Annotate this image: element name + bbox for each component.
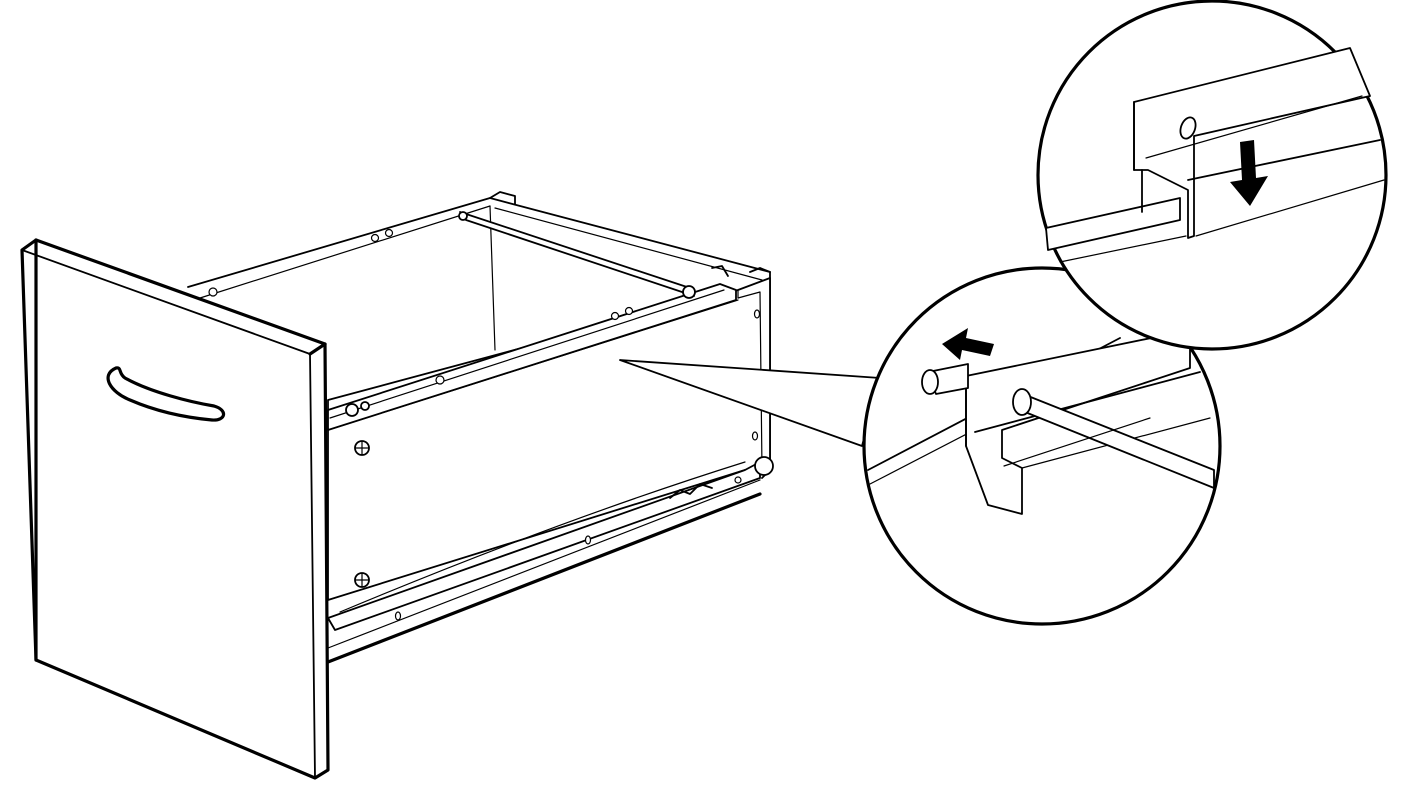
hole-1 — [208, 287, 218, 297]
hole-3 — [384, 228, 394, 238]
d2-hole — [1179, 116, 1197, 140]
d2-rail-line — [1059, 235, 1187, 263]
rail-rod — [459, 211, 695, 297]
drawer-box — [187, 191, 774, 664]
d2-shelf-lip — [1187, 139, 1381, 181]
front-panel-top-corner — [308, 342, 327, 356]
rail-bar — [327, 283, 737, 431]
slide-wheel — [754, 456, 774, 476]
hole-5 — [624, 306, 634, 316]
screw-upper — [354, 440, 370, 456]
slide-clip — [669, 483, 713, 499]
d1-lower-edge — [1003, 417, 1151, 467]
detail-callout-insert-rod — [862, 266, 1222, 626]
rod-end-left — [458, 211, 468, 221]
rail-highlight — [329, 289, 725, 419]
drawer-left-top-rail — [199, 205, 491, 299]
arrow-down-icon — [1230, 140, 1268, 206]
hole-6 — [435, 375, 445, 385]
detail-callout-drop-rod — [1036, 0, 1388, 351]
slide-hole-3 — [394, 611, 402, 621]
slide-hole-1 — [734, 476, 742, 484]
drawer-slide — [327, 456, 774, 631]
hole-8 — [751, 431, 759, 441]
drawer-back-top-inner — [494, 207, 763, 281]
drawer-bottom-inner — [327, 479, 761, 649]
rod-end-right — [682, 285, 696, 299]
drawer-handle — [106, 366, 226, 422]
drawer-back-corner-line — [489, 205, 496, 351]
front-panel-face — [20, 238, 330, 780]
slide-hole-2 — [584, 535, 592, 545]
drawer-back-tab — [489, 191, 516, 205]
hole-7 — [753, 309, 761, 319]
screw-lower — [354, 572, 370, 588]
drawer-corner-tab — [749, 267, 771, 273]
d1-rod-right-end — [1012, 388, 1032, 416]
arrow-left-icon — [942, 328, 994, 360]
hole-2 — [370, 233, 380, 243]
d1-bracket-shelf — [974, 371, 1201, 433]
slide-curve — [339, 461, 746, 613]
d2-shelf-bottom — [1195, 179, 1385, 237]
hole-4 — [610, 311, 620, 321]
d2-shelf-top — [1145, 95, 1363, 159]
d2-rod — [1045, 197, 1181, 251]
d2-bracket — [1133, 47, 1371, 239]
hanging-file-rail — [327, 211, 737, 431]
drawer-front-panel — [20, 238, 330, 780]
d1-rod-left-end — [921, 369, 939, 395]
rod-end-front — [345, 403, 359, 417]
drawer-bottom-edge — [326, 492, 762, 664]
rail-hole-a — [360, 401, 370, 411]
drawer-right-tab — [711, 265, 729, 277]
